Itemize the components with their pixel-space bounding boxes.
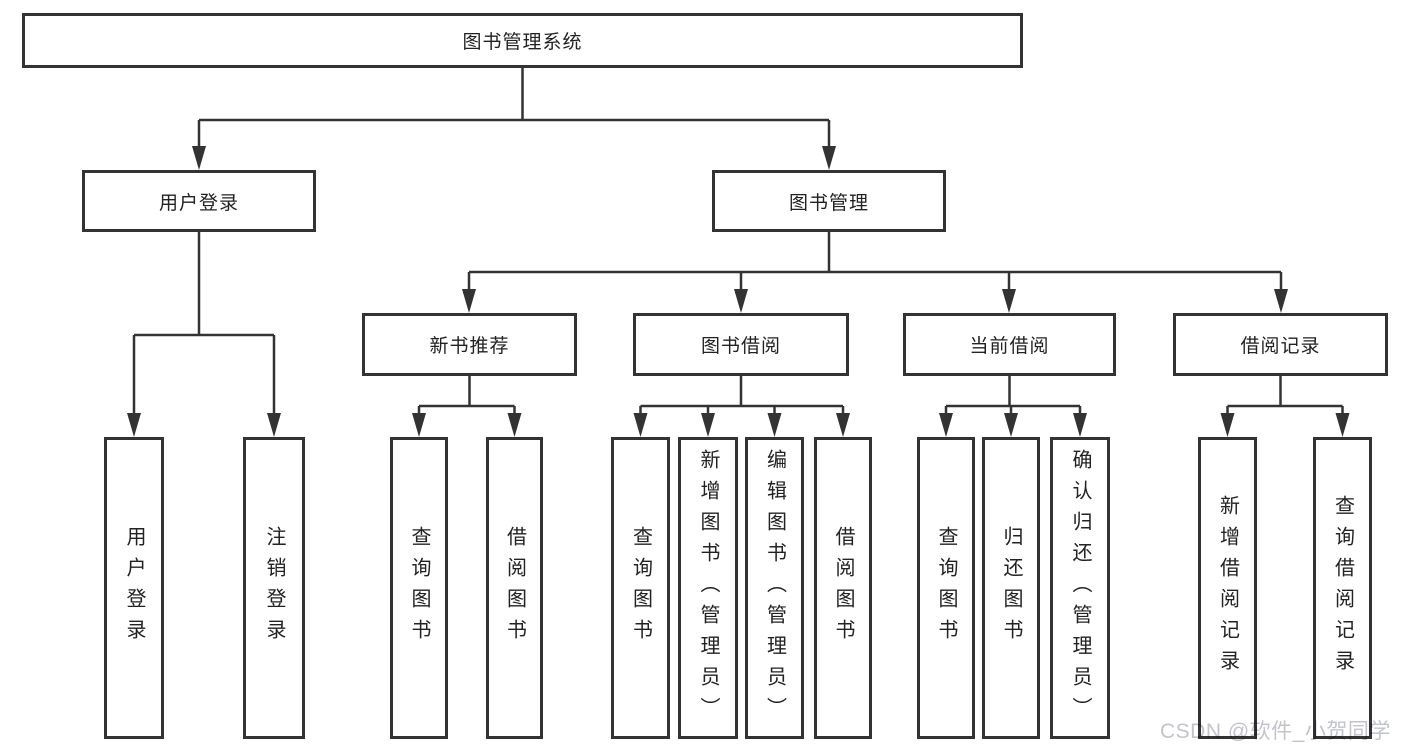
leaf-borrow-books-2-label: 借阅图书 — [832, 526, 854, 650]
node-current-borrow-label: 当前借阅 — [969, 336, 1050, 357]
node-book-mgmt-label: 图书管理 — [788, 192, 869, 214]
connector-root-trunk — [197, 68, 831, 152]
leaf-confirm-return-admin-label: 确认归还（管理员） — [1069, 448, 1091, 728]
connector-book-borrow-branch — [639, 376, 845, 419]
leaf-add-book-admin: 新增图书（管理员） — [678, 437, 738, 739]
leaf-edit-book-admin-label: 编辑图书（管理员） — [763, 448, 786, 728]
node-root-label: 图书管理系统 — [462, 32, 583, 53]
leaf-query-books-1-label: 查询图书 — [408, 526, 430, 650]
leaf-add-borrow-record-label: 新增借阅记录 — [1216, 495, 1239, 681]
leaf-borrow-books-1: 借阅图书 — [486, 437, 543, 739]
node-borrow-records-label: 借阅记录 — [1240, 336, 1321, 357]
leaf-add-borrow-record: 新增借阅记录 — [1198, 437, 1257, 739]
leaf-return-books: 归还图书 — [982, 437, 1040, 739]
leaf-query-borrow-record: 查询借阅记录 — [1313, 437, 1372, 739]
leaf-query-books-3-label: 查询图书 — [935, 526, 957, 650]
leaf-query-books-2-label: 查询图书 — [629, 526, 652, 650]
leaf-user-login: 用户登录 — [104, 437, 164, 739]
csdn-watermark: CSDN @软件_小贺同学 — [1160, 720, 1391, 743]
node-book-borrow: 图书借阅 — [633, 313, 849, 376]
leaf-confirm-return-admin: 确认归还（管理员） — [1050, 437, 1110, 739]
node-new-book-rec: 新书推荐 — [362, 313, 577, 376]
connector-current-borrow-branch — [944, 376, 1082, 419]
node-user-login-label: 用户登录 — [158, 192, 239, 214]
leaf-borrow-books-1-label: 借阅图书 — [503, 526, 526, 650]
node-book-mgmt: 图书管理 — [712, 170, 946, 232]
connector-book-mgmt-branch — [467, 232, 1283, 295]
node-new-book-rec-label: 新书推荐 — [429, 336, 510, 357]
arrowheads — [127, 146, 1350, 437]
leaf-query-borrow-record-label: 查询借阅记录 — [1331, 495, 1354, 681]
node-current-borrow: 当前借阅 — [903, 313, 1116, 376]
node-user-login: 用户登录 — [82, 170, 316, 232]
leaf-query-books-3: 查询图书 — [917, 437, 975, 739]
leaf-edit-book-admin: 编辑图书（管理员） — [745, 437, 804, 739]
node-root: 图书管理系统 — [22, 13, 1023, 68]
leaf-borrow-books-2: 借阅图书 — [814, 437, 872, 739]
connector-new-book-branch — [417, 376, 516, 419]
leaf-query-books-2: 查询图书 — [611, 437, 670, 739]
leaf-logout: 注销登录 — [243, 437, 305, 739]
connector-borrow-record-branch — [1226, 376, 1344, 419]
leaf-logout-label: 注销登录 — [263, 526, 285, 650]
node-book-borrow-label: 图书借阅 — [700, 336, 781, 357]
leaf-add-book-admin-label: 新增图书（管理员） — [697, 448, 719, 728]
leaf-user-login-label: 用户登录 — [123, 526, 145, 650]
node-borrow-records: 借阅记录 — [1173, 313, 1388, 376]
leaf-query-books-1: 查询图书 — [390, 437, 448, 739]
leaf-return-books-label: 归还图书 — [1000, 526, 1022, 650]
connector-user-login-branch — [132, 232, 276, 419]
